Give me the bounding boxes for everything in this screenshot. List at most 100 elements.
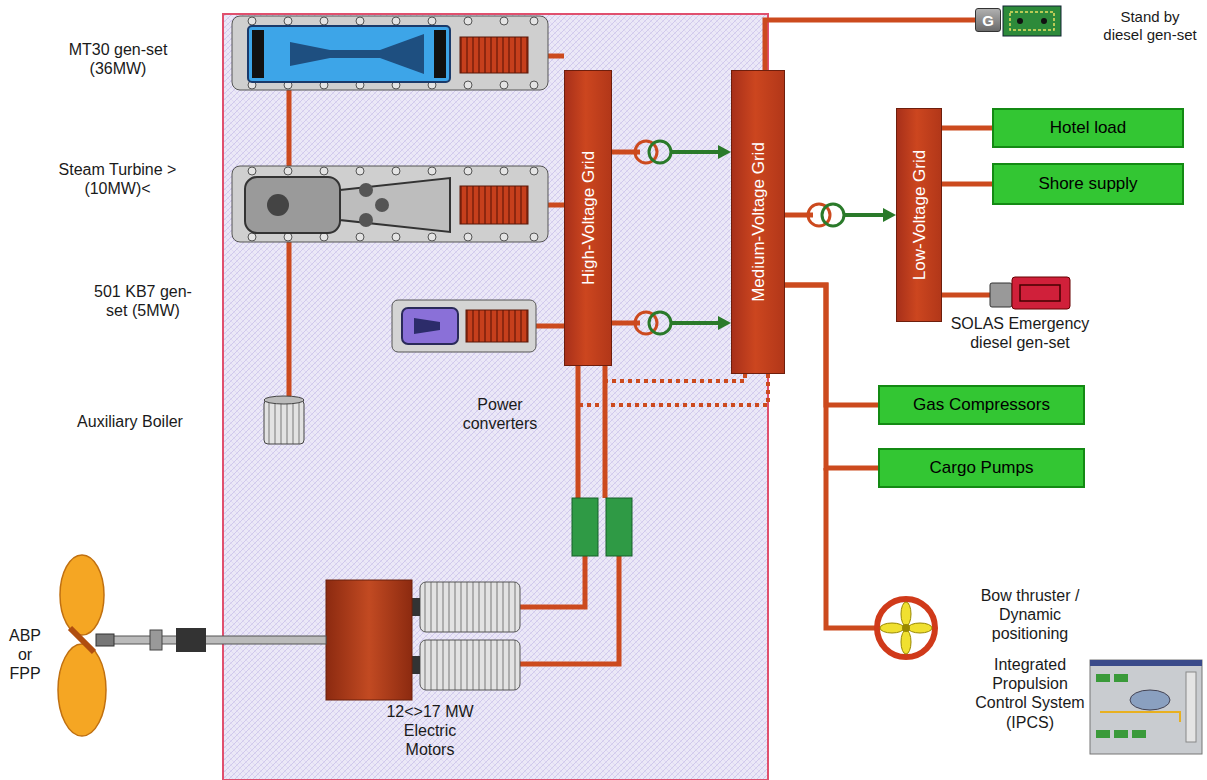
bow-thruster-symbol xyxy=(901,630,911,654)
connector-line xyxy=(942,126,992,131)
ipcs-screenshot xyxy=(1090,660,1202,666)
generator-symbol: G xyxy=(975,8,1001,32)
mt30-gen-set xyxy=(290,34,424,74)
text-label: Integrated Propulsion Control System (IP… xyxy=(974,655,1086,732)
gearbox xyxy=(326,580,412,700)
connector xyxy=(785,204,896,226)
node-text: Shore supply xyxy=(1038,174,1137,194)
grid-bar: Low-Voltage Grid xyxy=(896,108,942,322)
text-label: 501 KB7 gen-set (5MW) xyxy=(93,282,193,320)
arrow-head xyxy=(718,145,731,159)
emergency-diesel-gen-set xyxy=(1012,277,1070,309)
propeller xyxy=(60,555,104,635)
kb7-gen-set xyxy=(392,300,536,352)
text-label: Auxiliary Boiler xyxy=(50,412,210,431)
node-text: High-Voltage Grid xyxy=(580,151,597,285)
ipcs-screenshot xyxy=(1090,660,1202,754)
power-converter xyxy=(572,498,598,556)
dotted-wire xyxy=(578,374,768,405)
mt30-gen-set xyxy=(460,37,528,73)
steam-turbine xyxy=(375,198,389,212)
ipcs-screenshot xyxy=(1100,712,1180,722)
bow-thruster-symbol xyxy=(877,599,935,657)
text-label: Steam Turbine >(10MW)< xyxy=(55,160,180,198)
bow-thruster-symbol xyxy=(902,624,910,632)
propeller xyxy=(96,634,114,646)
load-box: Shore supply xyxy=(992,163,1184,205)
transformer-symbol xyxy=(649,141,671,163)
grid-bar: High-Voltage Grid xyxy=(564,70,612,366)
text-label: SOLAS Emergency diesel gen-set xyxy=(945,314,1095,352)
mt30-gen-set xyxy=(232,16,548,90)
propeller-shaft xyxy=(112,628,326,652)
propeller xyxy=(70,628,94,652)
bow-thruster-symbol xyxy=(908,623,932,633)
steam-turbine xyxy=(232,166,548,242)
connector xyxy=(612,141,731,163)
text-label: 12<>17 MW Electric Motors xyxy=(383,702,477,760)
connector-line xyxy=(844,213,886,217)
connector xyxy=(765,20,975,70)
connector-line xyxy=(785,285,878,468)
steam-turbine xyxy=(248,233,538,241)
auxiliary-boiler xyxy=(264,396,304,404)
ipcs-screenshot xyxy=(1096,730,1110,738)
steam-turbine xyxy=(359,183,373,197)
node-text: G xyxy=(982,12,994,29)
electric-motor xyxy=(412,598,420,616)
auxiliary-boiler xyxy=(264,400,304,444)
electric-motor xyxy=(412,656,420,674)
ipcs-screenshot xyxy=(1132,730,1146,738)
load-box: Gas Compressors xyxy=(878,385,1085,425)
ipcs-screenshot xyxy=(1090,660,1202,754)
ipcs-screenshot xyxy=(1114,730,1128,738)
standby-diesel-engine xyxy=(1003,6,1061,36)
power-wire xyxy=(520,556,619,664)
steam-turbine xyxy=(267,194,289,216)
dotted-wire xyxy=(578,374,768,405)
kb7-gen-set xyxy=(414,318,440,334)
propeller xyxy=(58,555,114,736)
node-text: Hotel load xyxy=(1050,118,1127,138)
connector xyxy=(942,128,992,129)
power-wire xyxy=(287,90,292,398)
gearbox xyxy=(326,580,412,700)
mt30-gen-set xyxy=(248,26,450,82)
connector xyxy=(942,184,992,185)
node-text: Low-Voltage Grid xyxy=(911,150,928,280)
transformer-symbol xyxy=(822,204,844,226)
text-label: Power converters xyxy=(448,395,552,433)
load-box: Cargo Pumps xyxy=(878,448,1085,488)
propeller-shaft xyxy=(176,628,206,652)
power-wire xyxy=(826,468,876,628)
emergency-diesel-gen-set xyxy=(990,283,1012,307)
ipcs-screenshot xyxy=(1186,672,1196,742)
connector-line xyxy=(785,285,878,405)
connector xyxy=(612,312,731,334)
emergency-diesel-gen-set xyxy=(990,277,1070,309)
connector-line xyxy=(671,150,721,154)
kb7-gen-set xyxy=(402,308,458,344)
arrow-head xyxy=(718,316,731,330)
ipcs-screenshot xyxy=(1096,674,1110,682)
node-text: Medium-Voltage Grid xyxy=(750,142,767,302)
steam-turbine xyxy=(248,167,538,175)
standby-diesel-engine xyxy=(1017,18,1023,24)
emergency-diesel-gen-set xyxy=(1020,285,1060,301)
electric-motor xyxy=(420,582,520,632)
text-label: MT30 gen-set (36MW) xyxy=(58,40,178,78)
steam-turbine xyxy=(460,186,528,224)
power-wire xyxy=(942,293,990,298)
dotted-wire xyxy=(605,374,745,381)
connector xyxy=(785,285,878,405)
mt30-gen-set xyxy=(232,16,548,90)
connector-line xyxy=(671,321,721,325)
load-box: Hotel load xyxy=(992,108,1184,148)
power-converter xyxy=(572,498,632,556)
kb7-gen-set xyxy=(466,310,528,342)
power-wire xyxy=(578,366,605,498)
connector-line xyxy=(765,20,975,70)
propeller-shaft xyxy=(112,636,326,644)
steam-turbine xyxy=(245,177,340,233)
electric-motor xyxy=(412,582,520,690)
